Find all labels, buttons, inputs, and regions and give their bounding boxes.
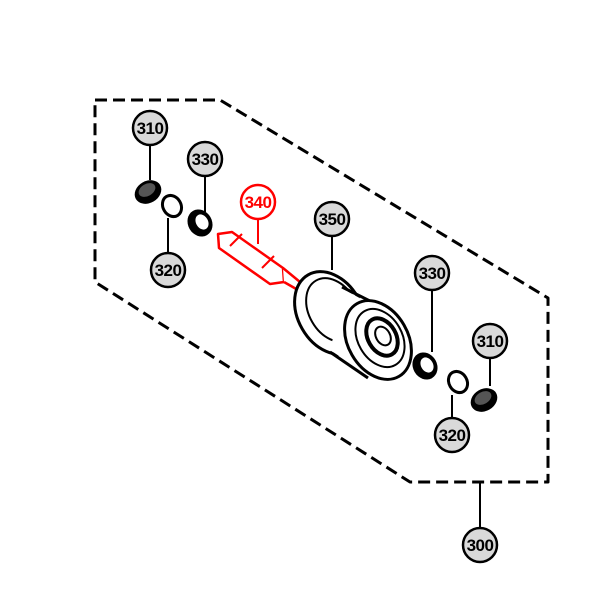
bolt-bottom-part (470, 388, 498, 412)
callout-300-assembly-label: 300 (467, 536, 494, 555)
snap-ring-bottom-part (446, 369, 470, 395)
callout-350-wheel[interactable]: 350 (313, 200, 351, 238)
bearing-bottom-part (412, 352, 438, 380)
wheel-part (293, 270, 413, 381)
bolt-top-part (134, 180, 162, 204)
callout-330-bottom-label: 330 (419, 264, 446, 283)
callout-340-shaft-label: 340 (245, 193, 272, 212)
callout-320-bottom-label: 320 (439, 426, 466, 445)
callout-350-wheel-label: 350 (319, 210, 346, 229)
callout-300-assembly[interactable]: 300 (461, 526, 499, 564)
bearing-top-part (187, 209, 213, 237)
callout-310-bottom-label: 310 (477, 332, 504, 351)
callout-310-top[interactable]: 310 (131, 109, 169, 147)
callout-340-shaft[interactable]: 340 (239, 183, 277, 221)
assembly-boundary (93, 98, 550, 484)
callout-330-top[interactable]: 330 (186, 140, 224, 178)
snap-ring-top-part (160, 193, 184, 219)
callout-330-top-label: 330 (192, 150, 219, 169)
callout-320-top-label: 320 (155, 261, 182, 280)
callout-310-bottom[interactable]: 310 (471, 322, 509, 360)
callout-330-bottom[interactable]: 330 (413, 254, 451, 292)
callout-310-top-label: 310 (137, 119, 164, 138)
callout-320-top[interactable]: 320 (149, 251, 187, 289)
callout-320-bottom[interactable]: 320 (433, 416, 471, 454)
